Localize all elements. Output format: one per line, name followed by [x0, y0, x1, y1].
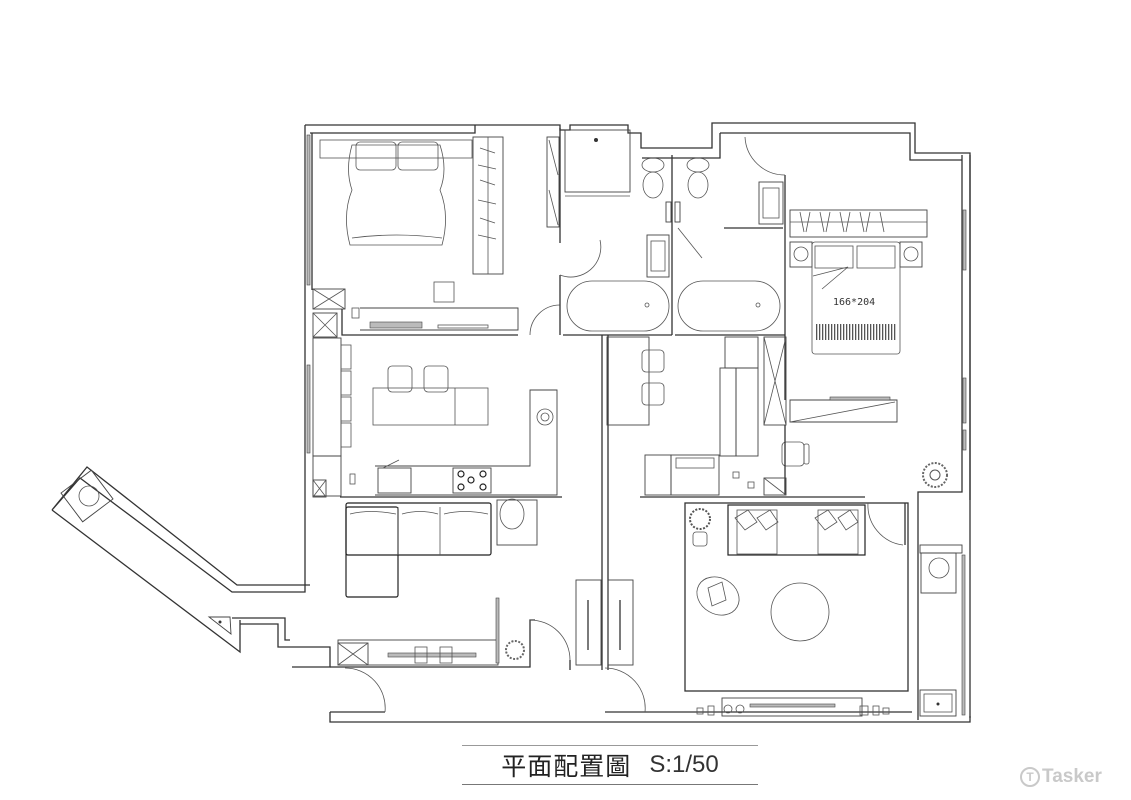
watermark-logo: T Tasker — [1020, 766, 1102, 788]
bathroom-1 — [559, 128, 673, 336]
bed-size-label: 166*204 — [833, 297, 876, 308]
study — [606, 336, 865, 498]
tasker-logo-icon: T — [1020, 767, 1040, 787]
drawing-title: 平面配置圖 — [501, 752, 632, 781]
watermark-brand: Tasker — [1042, 766, 1102, 787]
living-room-2 — [684, 502, 909, 717]
drawing-scale: S:1/50 — [649, 751, 719, 778]
master-bedroom — [306, 134, 561, 338]
drawing-title-block: 平面配置圖 S:1/50 — [462, 745, 758, 785]
service-balcony — [919, 544, 966, 717]
exterior-walls — [304, 122, 971, 723]
bed-stripes — [815, 324, 897, 340]
angled-balcony — [51, 466, 331, 668]
kitchen-dining — [306, 337, 562, 498]
bathroom-2 — [674, 136, 786, 400]
bedroom-2 — [763, 209, 967, 496]
living-room-1 — [330, 335, 646, 713]
plant-icon — [922, 462, 948, 488]
